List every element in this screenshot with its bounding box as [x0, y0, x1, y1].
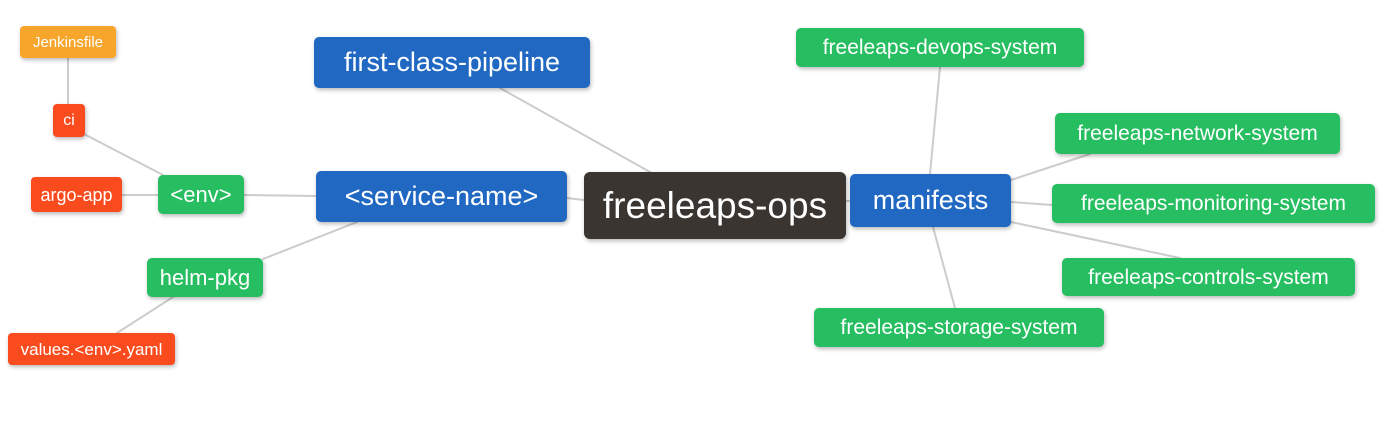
node-ci[interactable]: ci [53, 104, 85, 137]
edge-env-service [243, 194, 317, 197]
node-argo-app[interactable]: argo-app [31, 177, 122, 212]
node-manifests[interactable]: manifests [850, 174, 1011, 227]
node-first-class-pipeline[interactable]: first-class-pipeline [314, 37, 590, 88]
node-jenkinsfile[interactable]: Jenkinsfile [20, 26, 116, 58]
node-env[interactable]: <env> [158, 175, 244, 214]
node-helm-pkg[interactable]: helm-pkg [147, 258, 263, 297]
node-values-env-yaml[interactable]: values.<env>.yaml [8, 333, 175, 365]
edge-helm-values [116, 296, 174, 334]
node-freeleaps-monitoring-system[interactable]: freeleaps-monitoring-system [1052, 184, 1375, 223]
node-freeleaps-controls-system[interactable]: freeleaps-controls-system [1062, 258, 1355, 296]
node-freeleaps-devops-system[interactable]: freeleaps-devops-system [796, 28, 1084, 67]
edge-manifests-storage [932, 226, 956, 309]
node-service-name[interactable]: <service-name> [316, 171, 567, 222]
edge-manifests-devops [929, 66, 941, 175]
edge-manifests-network [1010, 153, 1091, 181]
node-freeleaps-storage-system[interactable]: freeleaps-storage-system [814, 308, 1104, 347]
edge-service-root [566, 197, 585, 201]
node-freeleaps-network-system[interactable]: freeleaps-network-system [1055, 113, 1340, 154]
edge-manifests-controls [1010, 221, 1181, 259]
node-freeleaps-ops[interactable]: freeleaps-ops [584, 172, 846, 239]
edge-ci-env [83, 133, 164, 176]
edge-service-helm [262, 221, 358, 260]
edge-pipeline-root [499, 87, 651, 173]
edge-manifests-monitoring [1010, 201, 1053, 206]
